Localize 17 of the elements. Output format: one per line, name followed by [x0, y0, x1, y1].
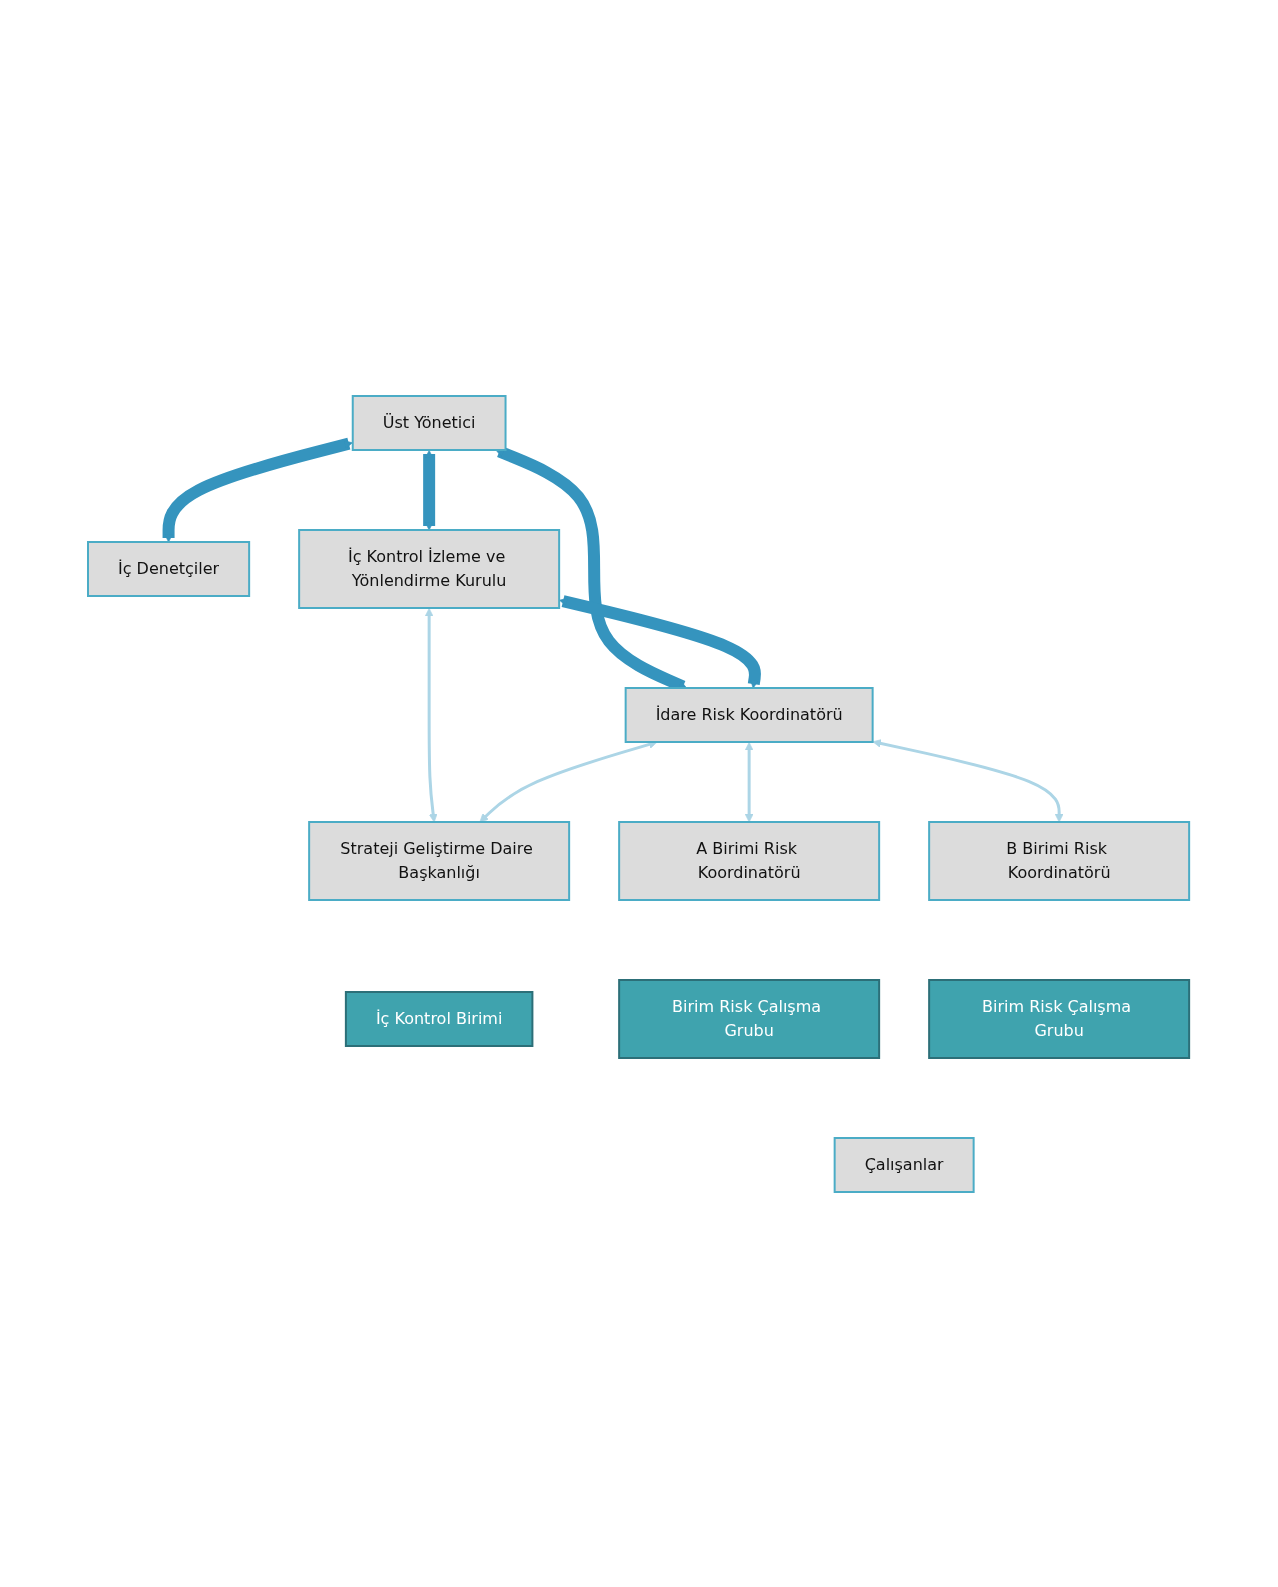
node-box: İç Kontrol İzleme ve Yönlendirme Kurulu	[298, 528, 561, 609]
node-box: Çalışanlar	[834, 1136, 976, 1193]
node-box: Birim Risk Çalışma Grubu	[928, 978, 1191, 1059]
arrow	[425, 607, 438, 822]
node-box: A Birimi Risk Koordinatörü	[618, 820, 881, 901]
arrow	[745, 741, 754, 822]
node-box: Birim Risk Çalışma Grubu	[618, 978, 881, 1059]
arrow	[163, 437, 354, 542]
node-box: Strateji Geliştirme Daire Başkanlığı	[308, 820, 571, 901]
arrow	[873, 738, 1064, 822]
node-box: İç Denetçiler	[87, 540, 251, 597]
arrow	[559, 594, 762, 688]
node-box: İdare Risk Koordinatörü	[625, 686, 875, 743]
node-box: İç Kontrol Birimi	[345, 990, 534, 1047]
arrow	[423, 449, 436, 530]
node-box: B Birimi Risk Koordinatörü	[928, 820, 1191, 901]
node-box: Üst Yönetici	[352, 394, 507, 451]
